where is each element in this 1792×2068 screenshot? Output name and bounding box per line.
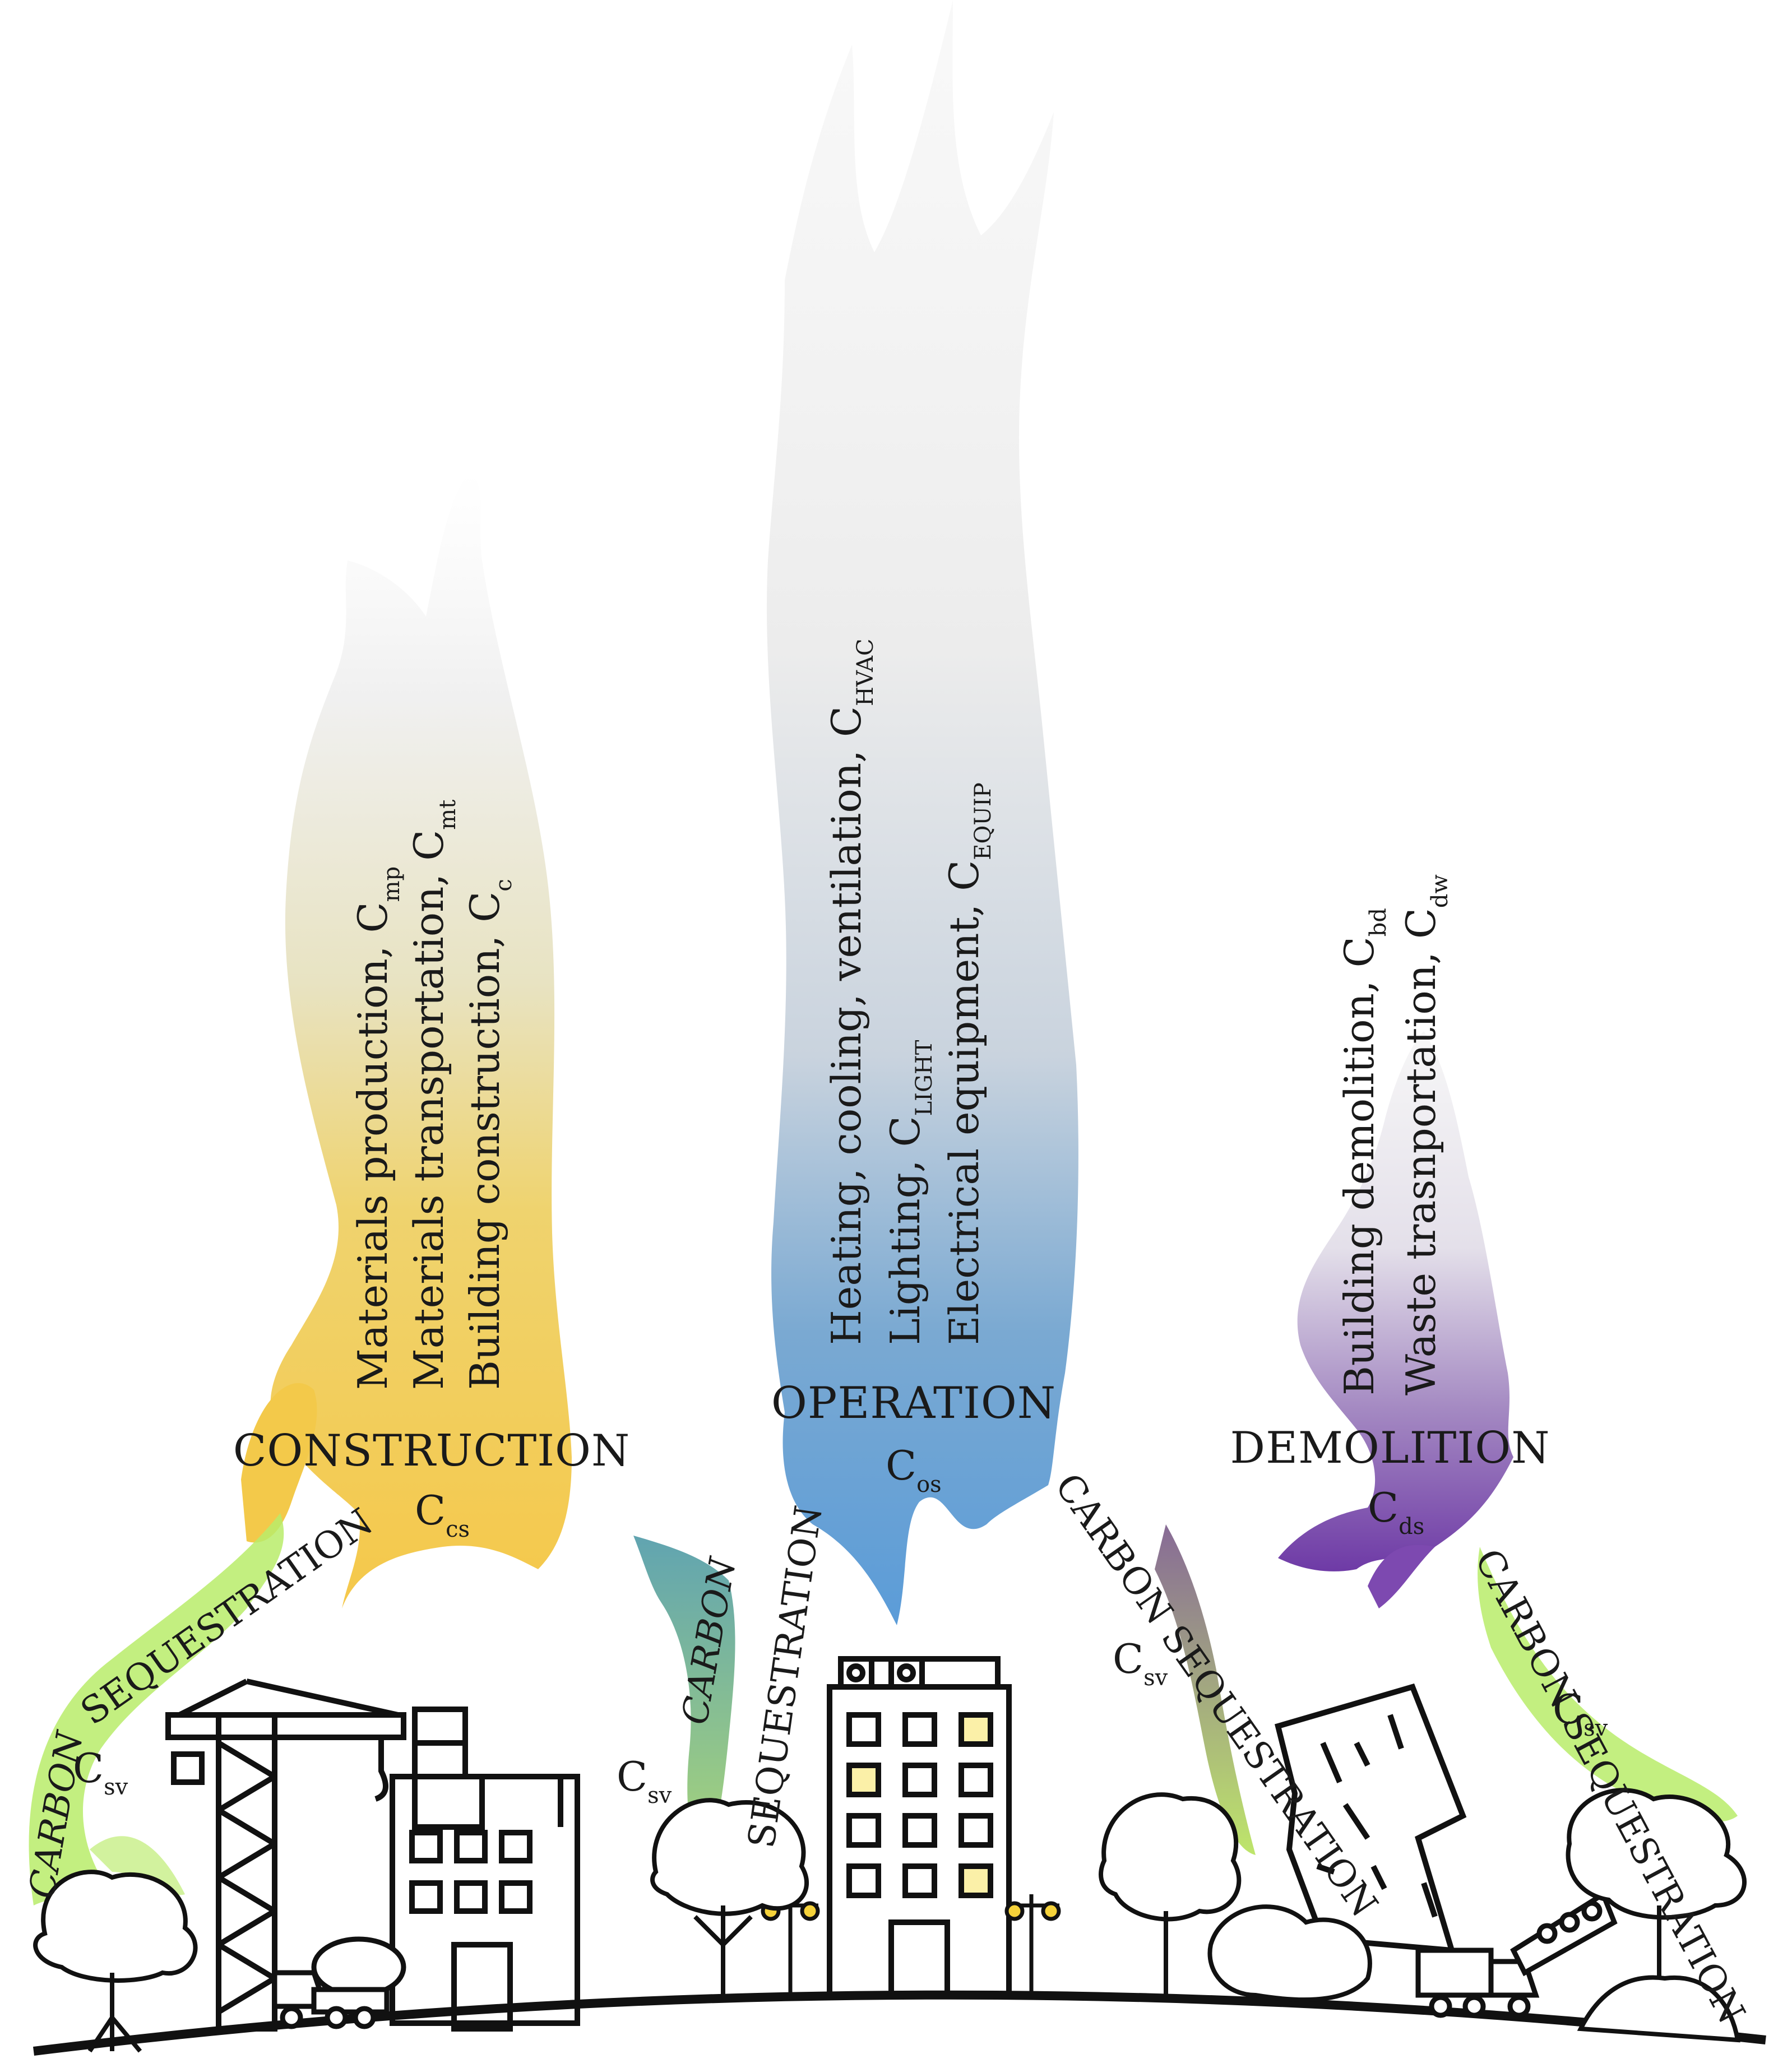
sequestration-symbol-center-right: Csv: [1113, 1635, 1168, 1691]
operation-item-3: Electrical equipment, CEQUIP: [941, 782, 996, 1345]
operation-item-2: Lighting, CLIGHT: [882, 1040, 937, 1345]
construction-title: CONSTRUCTION: [233, 1426, 631, 1476]
tree-center-right: [1099, 1792, 1242, 1995]
office-building: [827, 1656, 1012, 1998]
sequestration-stream-right: [1478, 1547, 1738, 1822]
sequestration-symbol-center-left: Csv: [617, 1753, 672, 1809]
operation-title: OPERATION: [771, 1378, 1056, 1429]
concrete-mixer-truck: [272, 1936, 406, 2029]
sequestration-symbol-right: Csv: [1553, 1686, 1608, 1741]
sequestration-stream-left: [29, 1513, 284, 1905]
operation-symbol: Cos: [886, 1442, 942, 1497]
street-lamps: [761, 1894, 1061, 1995]
construction-item-1: Materials production, Cmp: [349, 866, 405, 1390]
operation-plume: [766, 0, 1078, 1625]
construction-plume: [270, 471, 572, 1608]
dump-truck: [1415, 1948, 1540, 2018]
sequestration-stream-center-left: [633, 1536, 735, 1861]
demolition-title: DEMOLITION: [1230, 1423, 1550, 1473]
operation-items: Heating, cooling, ventilation, CHVAC Lig…: [823, 639, 996, 1346]
demolition-item-2: Waste trasnportation, Cdw: [1397, 874, 1453, 1395]
tree-center-left: [650, 1798, 809, 1995]
demolition-symbol: Cds: [1368, 1484, 1424, 1540]
sequestration-stream-center-right: [1155, 1524, 1256, 1855]
construction-item-2: Materials transportation, Cmt: [405, 800, 461, 1390]
demolition-items: Building demolition, Cbd Waste trasnport…: [1336, 874, 1453, 1395]
construction-blob: [241, 1383, 317, 1543]
sequestration-label-center-sequestration: SEQUESTRATION: [740, 1503, 831, 1851]
sequestration-label-right: CARBON SEQUESTRATION: [1466, 1542, 1753, 2030]
demolition-tail: [1368, 1545, 1435, 1608]
demolition-plume: [1278, 1031, 1513, 1571]
operation-item-1: Heating, cooling, ventilation, CHVAC: [823, 639, 878, 1346]
sequestration-symbol-left: Csv: [73, 1745, 128, 1800]
crane: [165, 1678, 406, 2032]
construction-symbol: Ccs: [415, 1487, 470, 1542]
excavator: [1510, 1890, 1618, 1977]
demolition-item-1: Building demolition, Cbd: [1336, 908, 1391, 1395]
building-under-construction: [390, 1707, 580, 2032]
rubble-bushes: [1207, 1904, 1372, 2002]
tree-left: [33, 1870, 198, 2053]
construction-items: Materials production, Cmp Materials tran…: [349, 800, 517, 1390]
construction-item-3: Building construction, Cc: [461, 879, 517, 1390]
rock-pile: [1577, 1975, 1740, 2043]
